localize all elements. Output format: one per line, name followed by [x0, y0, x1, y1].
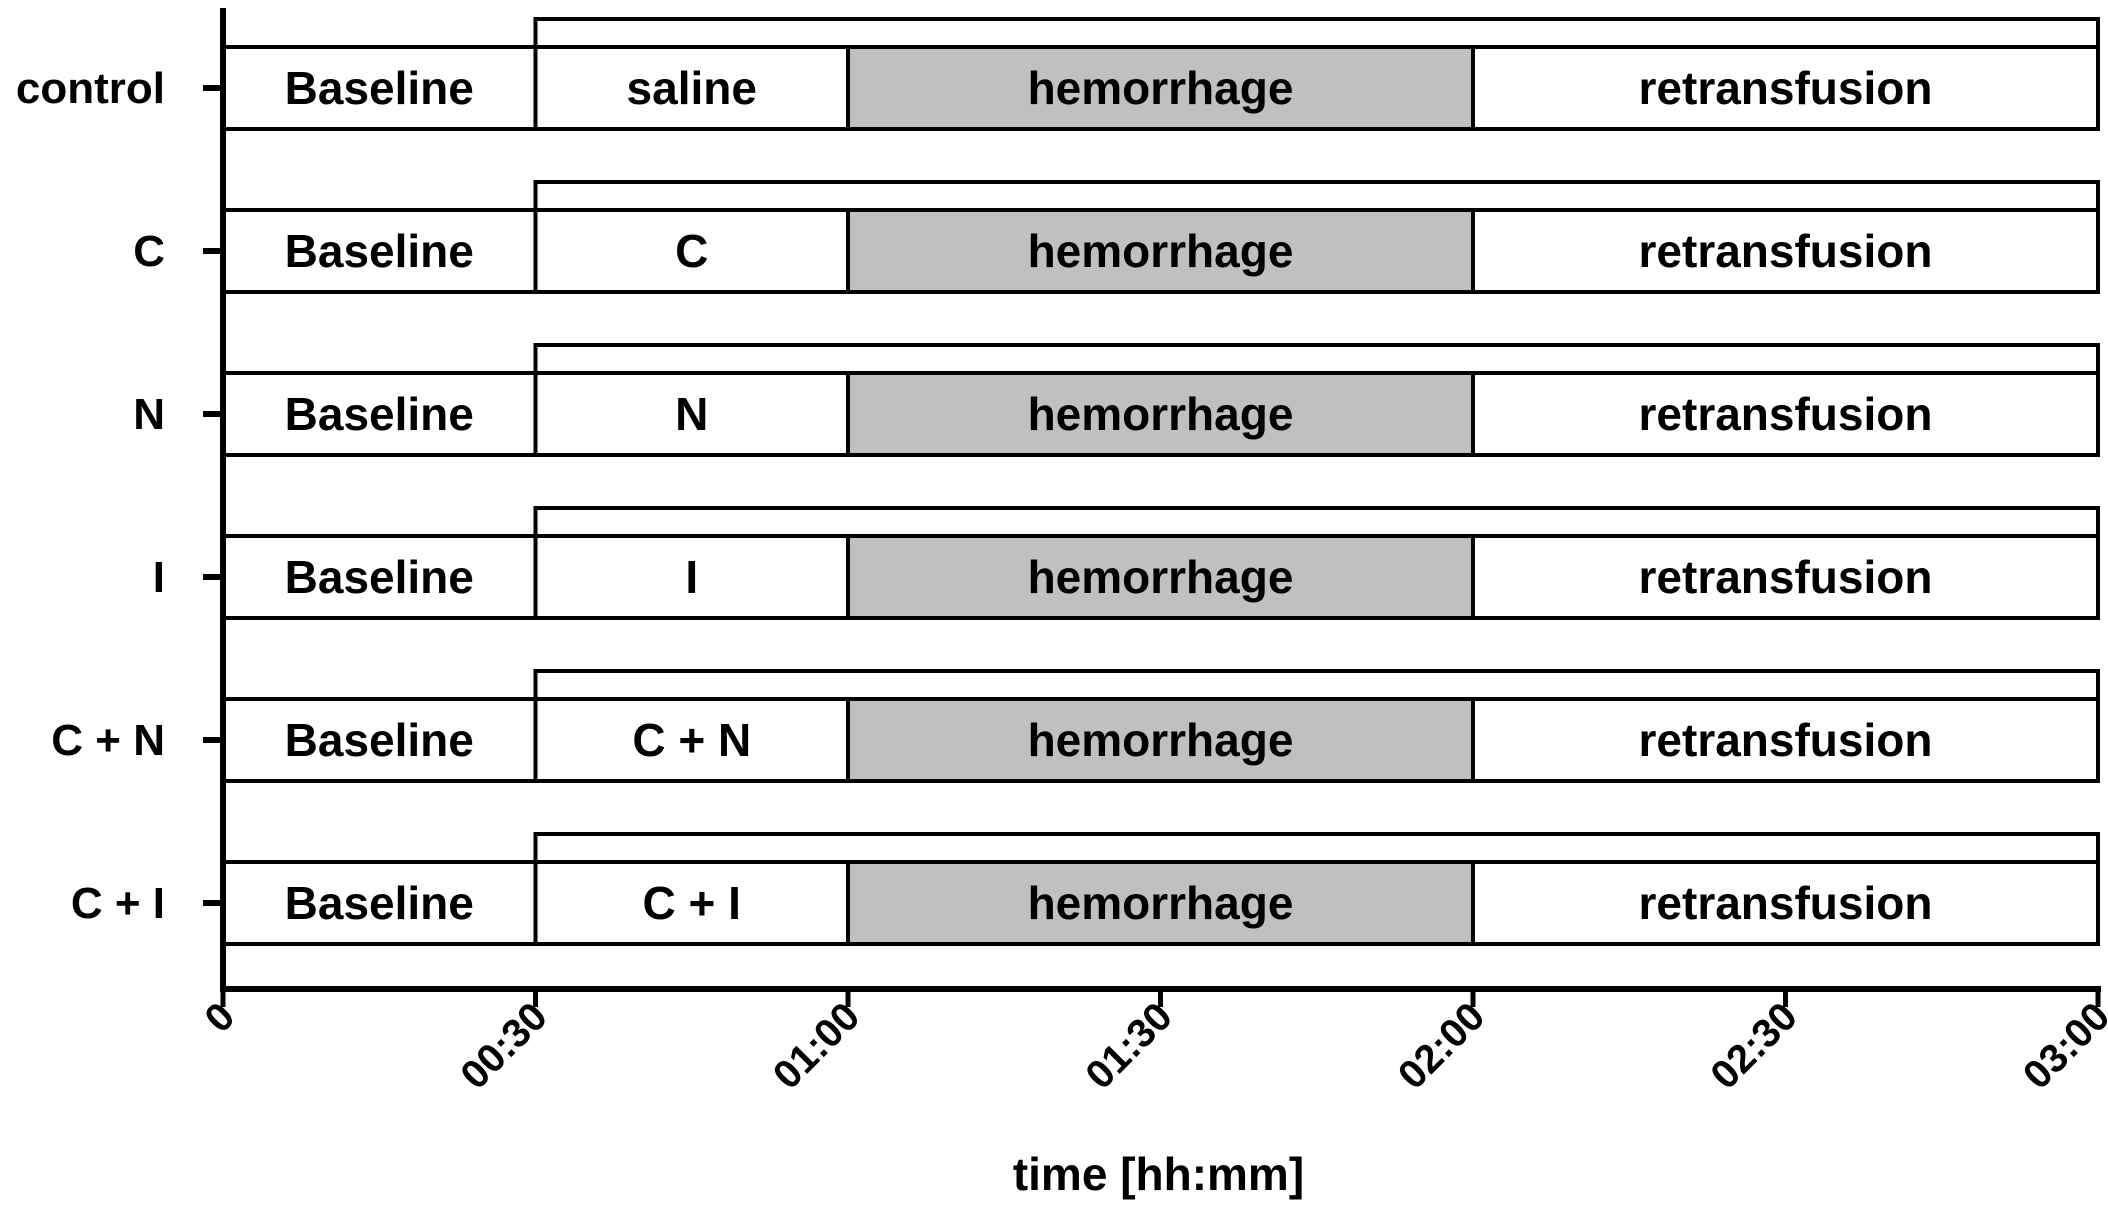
phase-label: Baseline — [285, 714, 474, 766]
protocol-row: Baseline saline hemorrhage retransfusion con… — [16, 17, 2100, 131]
phase-segment — [533, 860, 850, 946]
row-label: I — [153, 553, 165, 602]
protocol-row: Baseline C + N hemorrhage retransfusion C + … — [51, 669, 2100, 783]
phase-label: retransfusion — [1639, 714, 1933, 766]
phase-segment — [846, 371, 1475, 457]
phase-label: Baseline — [285, 225, 474, 277]
phase-label: I — [685, 551, 698, 603]
phase-label: hemorrhage — [1028, 388, 1294, 440]
phase-segment — [1471, 45, 2100, 131]
phase-label: Baseline — [285, 551, 474, 603]
phase-segment — [846, 534, 1475, 620]
phase-label: C + I — [643, 877, 741, 929]
phase-segment — [533, 534, 850, 620]
x-axis-title: time [hh:mm] — [1013, 1148, 1304, 1200]
x-tick-label: 02:00 — [1390, 994, 1493, 1097]
phase-segment — [1471, 208, 2100, 294]
phase-label: retransfusion — [1639, 62, 1933, 114]
treatment-bracket — [533, 506, 2100, 536]
treatment-bracket — [533, 669, 2100, 699]
phase-label: hemorrhage — [1028, 551, 1294, 603]
protocol-row: Baseline C + I hemorrhage retransfusion C + … — [71, 832, 2100, 946]
phase-label: C — [675, 225, 708, 277]
phase-segment — [846, 45, 1475, 131]
phase-segment — [846, 697, 1475, 783]
phase-label: hemorrhage — [1028, 714, 1294, 766]
phase-label: retransfusion — [1639, 551, 1933, 603]
row-label: control — [16, 64, 165, 113]
x-tick-label: 02:30 — [1702, 994, 1805, 1097]
phase-segment — [1471, 534, 2100, 620]
treatment-bracket — [533, 180, 2100, 210]
x-tick-label: 0 — [197, 994, 244, 1041]
phase-label: Baseline — [285, 877, 474, 929]
phase-label: Baseline — [285, 388, 474, 440]
x-tick-label: 00:30 — [452, 994, 555, 1097]
x-tick-label: 01:30 — [1077, 994, 1180, 1097]
phase-label: hemorrhage — [1028, 877, 1294, 929]
phase-label: retransfusion — [1639, 388, 1933, 440]
treatment-bracket — [533, 17, 2100, 47]
phase-segment — [221, 371, 538, 457]
phase-label: retransfusion — [1639, 877, 1933, 929]
phase-label: retransfusion — [1639, 225, 1933, 277]
phase-segment — [1471, 371, 2100, 457]
treatment-bracket — [533, 832, 2100, 862]
phase-label: saline — [627, 62, 757, 114]
protocol-rows: Baseline saline hemorrhage retransfusion con… — [16, 17, 2100, 946]
x-tick-label: 01:00 — [765, 994, 868, 1097]
row-label: N — [133, 390, 165, 439]
row-label: C + N — [51, 716, 165, 765]
phase-segment — [1471, 860, 2100, 946]
phase-label: Baseline — [285, 62, 474, 114]
phase-label: hemorrhage — [1028, 62, 1294, 114]
phase-segment — [1471, 697, 2100, 783]
row-label: C + I — [71, 879, 165, 928]
phase-label: hemorrhage — [1028, 225, 1294, 277]
phase-label: N — [675, 388, 708, 440]
phase-segment — [846, 860, 1475, 946]
time-ticks: 0 00:30 01:00 01:30 02:00 02:30 03:00 — [197, 989, 2108, 1098]
phase-segment — [533, 371, 850, 457]
phase-segment — [533, 45, 850, 131]
x-tick-label: 03:00 — [2015, 994, 2108, 1097]
row-label: C — [133, 227, 165, 276]
treatment-bracket — [533, 343, 2100, 373]
phase-label: C + N — [632, 714, 751, 766]
phase-segment — [533, 697, 850, 783]
